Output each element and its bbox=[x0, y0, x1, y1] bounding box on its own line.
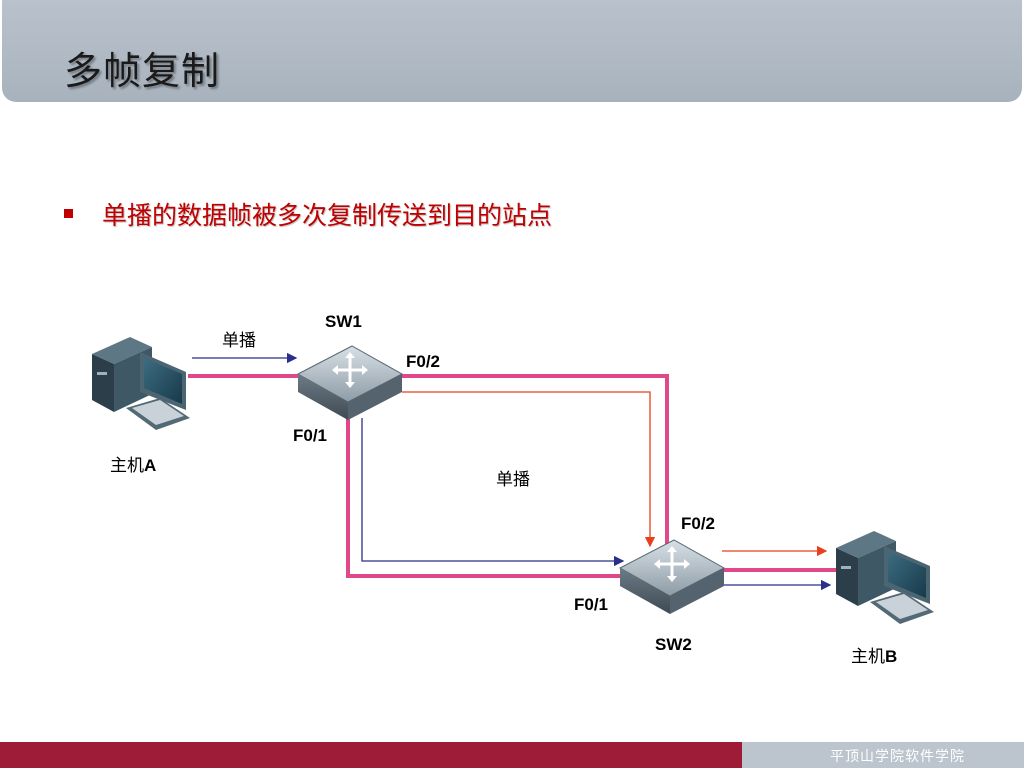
link-sw1-f01-sw2-f01 bbox=[346, 418, 625, 578]
footer-right-panel bbox=[742, 742, 1024, 768]
host-a-computer-icon bbox=[92, 337, 190, 430]
host-b-computer-icon bbox=[836, 531, 934, 624]
title-bar: 多帧复制 bbox=[2, 0, 1022, 102]
host-b-label: 主机B bbox=[851, 647, 898, 667]
unicast-arrow-f02-path bbox=[402, 391, 656, 548]
unicast-label-middle: 单播 bbox=[496, 470, 530, 490]
sw2-port-f01-label: F0/1 bbox=[574, 595, 609, 614]
page-title: 多帧复制 bbox=[64, 49, 221, 93]
footer-bar bbox=[0, 742, 742, 768]
sw1-port-f02-label: F0/2 bbox=[406, 352, 441, 371]
sw2-port-f02-label: F0/2 bbox=[681, 514, 716, 533]
link-sw1-f02-sw2-f02 bbox=[398, 374, 669, 557]
switch-sw1-icon bbox=[296, 345, 404, 420]
sw2-label: SW2 bbox=[655, 635, 692, 654]
switch-sw2-icon bbox=[618, 539, 726, 614]
host-a-label: 主机A bbox=[110, 456, 157, 476]
bullet-text: 单播的数据帧被多次复制传送到目的站点 bbox=[102, 201, 553, 230]
unicast-label-top: 单播 bbox=[222, 331, 256, 351]
sw1-label: SW1 bbox=[325, 312, 362, 331]
bullet-marker bbox=[64, 209, 73, 218]
sw1-port-f01-label: F0/1 bbox=[293, 426, 328, 445]
unicast-arrow-f01-path bbox=[361, 418, 625, 567]
footer-institution: 平顶山学院软件学院 bbox=[830, 749, 965, 765]
